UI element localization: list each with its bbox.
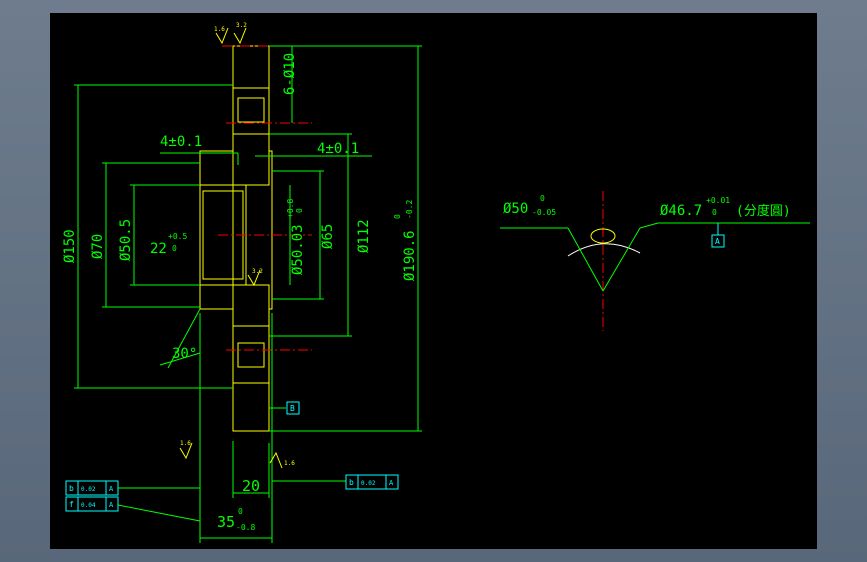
dim-w35: 35 <box>217 513 235 531</box>
dim-depth22-tol2: 0 <box>172 244 177 253</box>
svg-text:A: A <box>109 501 114 509</box>
svg-text:0.02: 0.02 <box>81 486 96 493</box>
tolerance-frame-3: b 0.02 A <box>345 474 399 490</box>
roughness-label-2: 3.2 <box>236 22 247 29</box>
datum-a-label: A <box>715 237 720 246</box>
dim-holes: 6-Ø10 <box>282 53 298 95</box>
svg-text:0.02: 0.02 <box>361 480 376 487</box>
dim-d190-6-tol2: -0.2 <box>405 200 414 219</box>
dim-d65: Ø65 <box>320 224 336 249</box>
dim-d50-tol2: -0.05 <box>532 208 556 217</box>
dim-d46-7-tol2: 0 <box>712 208 717 217</box>
svg-text:A: A <box>389 479 394 487</box>
dim-d190-6-tol: 0 <box>393 214 402 219</box>
cad-drawing: 1.6 3.2 3.2 1.6 1.6 6-Ø10 4±0.1 4±0.1 Ø1… <box>62 22 810 543</box>
svg-text:A: A <box>109 485 114 493</box>
dim-angle: 30° <box>172 346 197 362</box>
hub-lower-section <box>199 284 270 327</box>
dim-d70: Ø70 <box>90 234 106 259</box>
dim-offset-right: 4±0.1 <box>317 141 359 157</box>
drawing-canvas: 1.6 3.2 3.2 1.6 1.6 6-Ø10 4±0.1 4±0.1 Ø1… <box>50 13 817 549</box>
dim-w35-tol: 0 <box>238 507 243 516</box>
datum-b-label: B <box>290 404 295 413</box>
dim-d112: Ø112 <box>356 219 372 253</box>
hub-upper-section <box>199 133 270 186</box>
bolt-hole-upper <box>237 97 265 123</box>
dim-d150: Ø150 <box>62 229 78 263</box>
svg-text:b: b <box>69 484 74 493</box>
flange-lower-section <box>232 325 270 432</box>
svg-text:f: f <box>69 500 74 509</box>
svg-text:0.04: 0.04 <box>81 502 96 509</box>
pitch-circle-label: (分度圓) <box>736 203 791 219</box>
dim-offset-top: 4±0.1 <box>160 134 202 150</box>
bolt-hole-lower <box>237 342 265 368</box>
roughness-label-1: 1.6 <box>214 26 225 33</box>
dim-d50-03-tol: +0.8 <box>286 199 295 218</box>
dim-d46-7-tol: +0.01 <box>706 196 730 205</box>
dim-d190-6: Ø190.6 <box>402 230 418 281</box>
svg-text:b: b <box>349 478 354 487</box>
dim-d50-03: Ø50.03 <box>290 224 306 275</box>
roughness-label-3: 3.2 <box>252 268 263 275</box>
tolerance-frame-2: f 0.04 A <box>65 496 119 512</box>
datum-b-box <box>286 401 300 415</box>
roughness-symbols <box>179 27 283 469</box>
dim-d50-5: Ø50.5 <box>118 219 134 261</box>
dim-d50-tol: 0 <box>540 194 545 203</box>
dimension-lines <box>74 45 422 543</box>
roughness-label-5: 1.6 <box>284 460 295 467</box>
dim-d50: Ø50 <box>503 201 528 217</box>
dim-depth22: 22 <box>150 241 167 257</box>
dim-d50-03-tol2: 0 <box>295 208 304 213</box>
dim-w35-tol2: -0.8 <box>236 523 255 532</box>
tolerance-frame-1: b 0.02 A <box>65 480 119 496</box>
roughness-label-4: 1.6 <box>180 440 191 447</box>
dim-d46-7: Ø46.7 <box>660 203 702 219</box>
dim-w20: 20 <box>242 477 260 495</box>
part-section <box>199 45 273 432</box>
dim-depth22-tol: +0.5 <box>168 232 187 241</box>
pin-detail-view <box>500 191 810 331</box>
